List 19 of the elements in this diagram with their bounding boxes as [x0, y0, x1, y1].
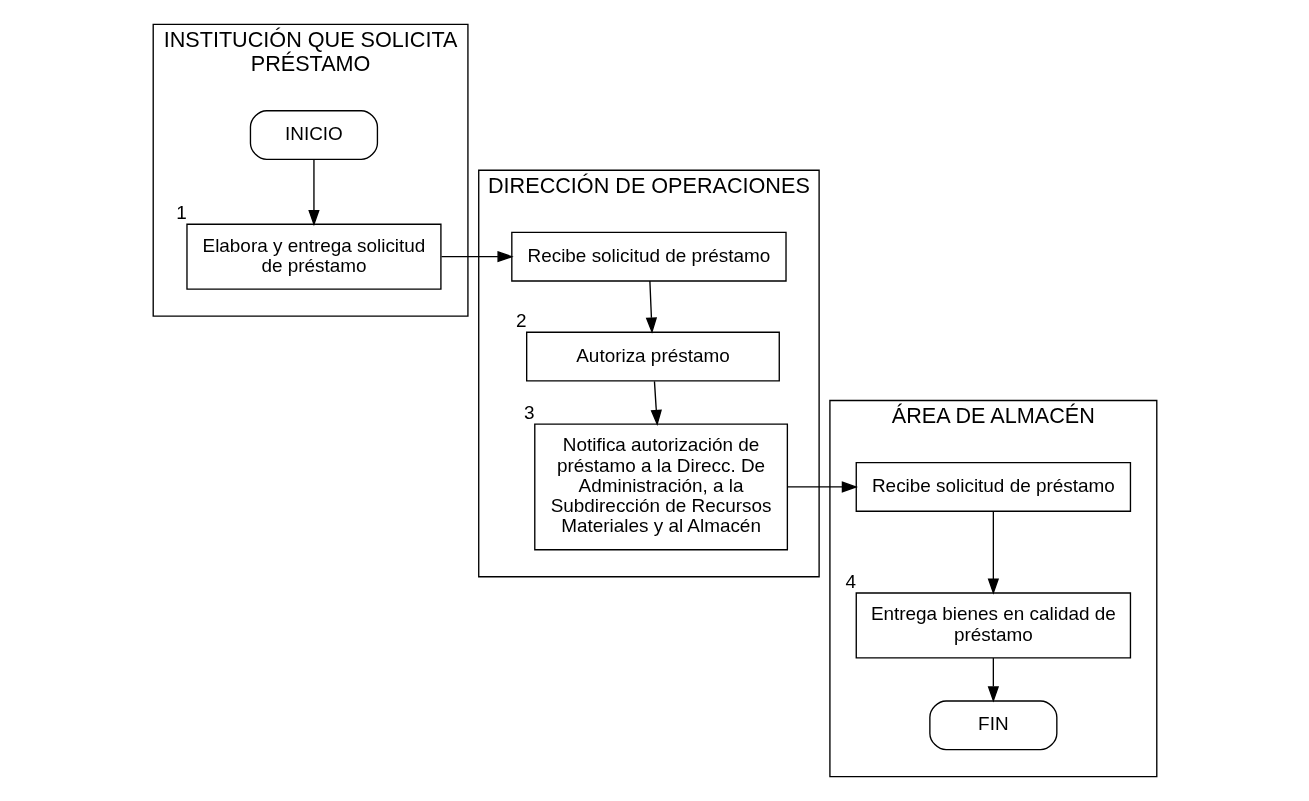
node-box: Autoriza préstamo [525, 331, 780, 382]
node-box: Elabora y entrega solicitud de préstamo [185, 223, 442, 290]
arrow [645, 280, 657, 334]
arrow [786, 481, 858, 493]
arrow [650, 380, 662, 427]
node-label: 2 [515, 310, 527, 332]
node-box: Recibe solicitud de préstamo [510, 231, 787, 282]
node-box: FIN [928, 700, 1057, 751]
arrow [987, 657, 999, 703]
node-label: 1 [175, 202, 187, 224]
arrow [987, 510, 999, 595]
arrow [307, 159, 320, 227]
arrow [440, 250, 514, 263]
node-box: Notifica autorización de préstamo a la Direcc. De Administración, a la Subdirección de Recursos Materiales y al Almacén [533, 423, 788, 551]
node-label: 4 [845, 570, 856, 592]
node-box: Entrega bienes en calidad de préstamo [855, 592, 1131, 659]
node-box: Recibe solicitud de préstamo [855, 461, 1131, 512]
node-box: INICIO [249, 110, 378, 161]
node-label: 3 [523, 402, 535, 423]
